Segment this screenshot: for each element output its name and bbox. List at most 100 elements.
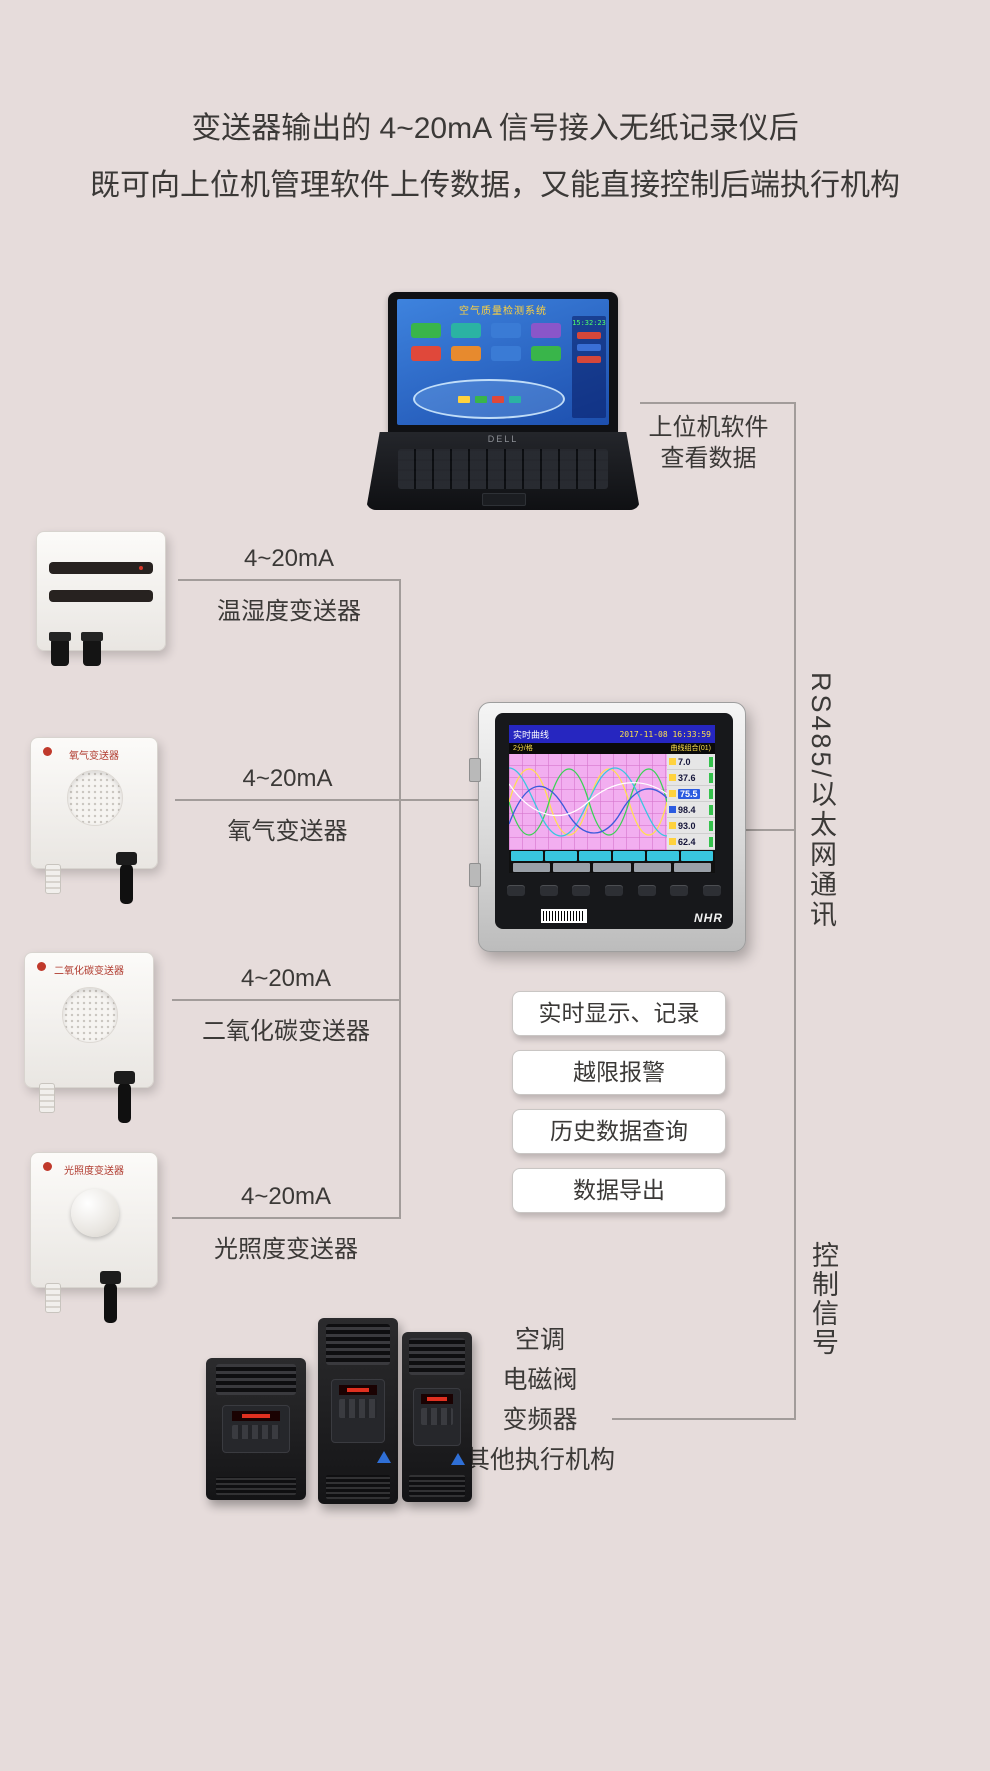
channel-value: 98.4 <box>678 804 696 815</box>
connector-co2-line <box>172 999 400 1001</box>
flow-node <box>474 395 487 403</box>
screen-title: 实时曲线 <box>513 729 550 740</box>
app-flow-ellipse <box>413 379 565 419</box>
device-faceplate-title: 二氧化碳变送器 <box>54 966 124 977</box>
vfd-led <box>241 1413 271 1418</box>
recorder-button <box>604 885 623 896</box>
channel-tag <box>669 838 676 845</box>
device-faceplate-title: 光照度变送器 <box>64 1166 124 1177</box>
sensor-probe <box>39 1083 55 1113</box>
sensor-cable <box>100 1271 121 1323</box>
cable-gland <box>49 632 71 666</box>
app-tile <box>411 346 441 361</box>
sensor-mesh <box>67 770 123 826</box>
softkey <box>673 863 712 872</box>
screen-curve-group: 曲线组合(01) <box>670 745 711 752</box>
vfd-keypad <box>222 1404 290 1454</box>
recorder-screen-subheader: 2分/格 曲线组合(01) <box>509 743 715 754</box>
feature-box-realtime: 实时显示、记录 <box>512 991 726 1036</box>
vent-slot <box>49 590 153 602</box>
light-dome-sensor <box>71 1189 119 1237</box>
recorder-button <box>572 885 591 896</box>
vfd-drive-middle <box>318 1318 398 1504</box>
feature-box-alarm: 越限报警 <box>512 1050 726 1095</box>
connector-oxygen-line <box>175 799 400 801</box>
screen-scale: 2分/格 <box>513 745 533 752</box>
signal-label-oxygen: 4~20mA <box>242 765 333 792</box>
mounting-clip <box>469 758 481 782</box>
co2-transmitter-device: 二氧化碳变送器 <box>24 952 154 1123</box>
channel-tag <box>669 806 676 813</box>
recorder-button <box>507 885 525 896</box>
headline: 变送器输出的 4~20mA 信号接入无纸记录仪后 既可向上位机管理软件上传数据，… <box>0 100 990 214</box>
app-tile <box>451 323 481 338</box>
vfd-vents <box>216 1364 296 1396</box>
delta-logo <box>377 1451 391 1464</box>
paperless-recorder: 实时曲线 2017-11-08 16:33:59 2分/格 曲线组合(01) <box>469 702 746 952</box>
cable-gland <box>81 632 103 666</box>
vfd-keys <box>420 1408 454 1425</box>
device-label-co2: 二氧化碳变送器 <box>202 1018 370 1045</box>
oxygen-transmitter-device: 氧气变送器 <box>30 737 158 904</box>
channel-bar <box>709 820 713 831</box>
vfd-led <box>346 1388 370 1393</box>
app-side-panel: 15:32:23 <box>572 316 606 418</box>
flow-node <box>491 395 504 403</box>
channel-button <box>681 851 713 861</box>
channel-button <box>647 851 679 861</box>
humidity-transmitter-device <box>36 531 166 666</box>
brand-logo <box>37 962 46 971</box>
vfd-vents <box>326 1324 390 1365</box>
vfd-drive-left <box>206 1358 306 1500</box>
channel-value: 7.0 <box>678 756 691 767</box>
vfd-keypad <box>330 1379 386 1443</box>
device-label-light: 光照度变送器 <box>214 1236 358 1263</box>
status-led <box>139 566 143 570</box>
brand-logo <box>43 1162 52 1171</box>
delta-logo <box>451 1452 465 1465</box>
signal-label-humidity: 4~20mA <box>243 545 335 572</box>
connector-to-recorder <box>399 799 478 801</box>
headline-line-1: 变送器输出的 4~20mA 信号接入无纸记录仪后 <box>191 112 799 145</box>
control-signal-label: 控制信号 <box>808 1241 838 1357</box>
channel-bar <box>709 836 713 847</box>
sensor-probe <box>45 1283 61 1313</box>
sensor-mesh <box>62 987 118 1043</box>
sensor-cable <box>116 852 137 904</box>
vfd-display <box>339 1385 377 1396</box>
app-menu-tiles <box>411 323 561 361</box>
channel-bar <box>709 756 713 767</box>
actuator-label-list: 空调 电磁阀 变频器 其他执行机构 <box>450 1320 630 1480</box>
channel-bar <box>709 772 713 783</box>
laptop-caption-line-2: 查看数据 <box>660 445 757 472</box>
vfd-display <box>232 1410 280 1421</box>
laptop-screen: 空气质量检测系统 15:32:23 <box>388 292 618 432</box>
device-faceplate-title: 氧气变送器 <box>69 751 119 762</box>
recorder-button-row <box>507 885 721 896</box>
connector-light-line <box>172 1217 400 1219</box>
sensor-probe <box>45 864 61 894</box>
vfd-led <box>427 1397 447 1402</box>
channel-button <box>511 851 543 861</box>
channel-row: 62.4 <box>667 834 715 850</box>
signal-label-co2: 4~20mA <box>240 965 332 992</box>
channel-button-strip <box>509 850 715 862</box>
channel-value-panel: 7.0 37.6 75.5 98.4 93.0 62.4 <box>667 754 715 850</box>
softkey-strip <box>509 862 715 873</box>
app-side-button <box>577 356 601 363</box>
sensor-cable <box>114 1071 135 1123</box>
vfd-keys <box>339 1399 377 1418</box>
app-side-button <box>577 332 601 339</box>
comm-label: RS485/以太网通讯 <box>806 672 836 931</box>
softkey <box>553 863 591 872</box>
app-side-button <box>577 344 601 351</box>
connector-actuator-line <box>612 1418 795 1420</box>
device-label-oxygen: 氧气变送器 <box>227 818 348 845</box>
actuator-label-solenoid: 电磁阀 <box>502 1366 578 1394</box>
flow-node <box>508 395 521 403</box>
softkey <box>633 863 671 872</box>
channel-button <box>545 851 577 861</box>
channel-value: 75.5 <box>678 788 700 799</box>
channel-row: 93.0 <box>667 818 715 834</box>
